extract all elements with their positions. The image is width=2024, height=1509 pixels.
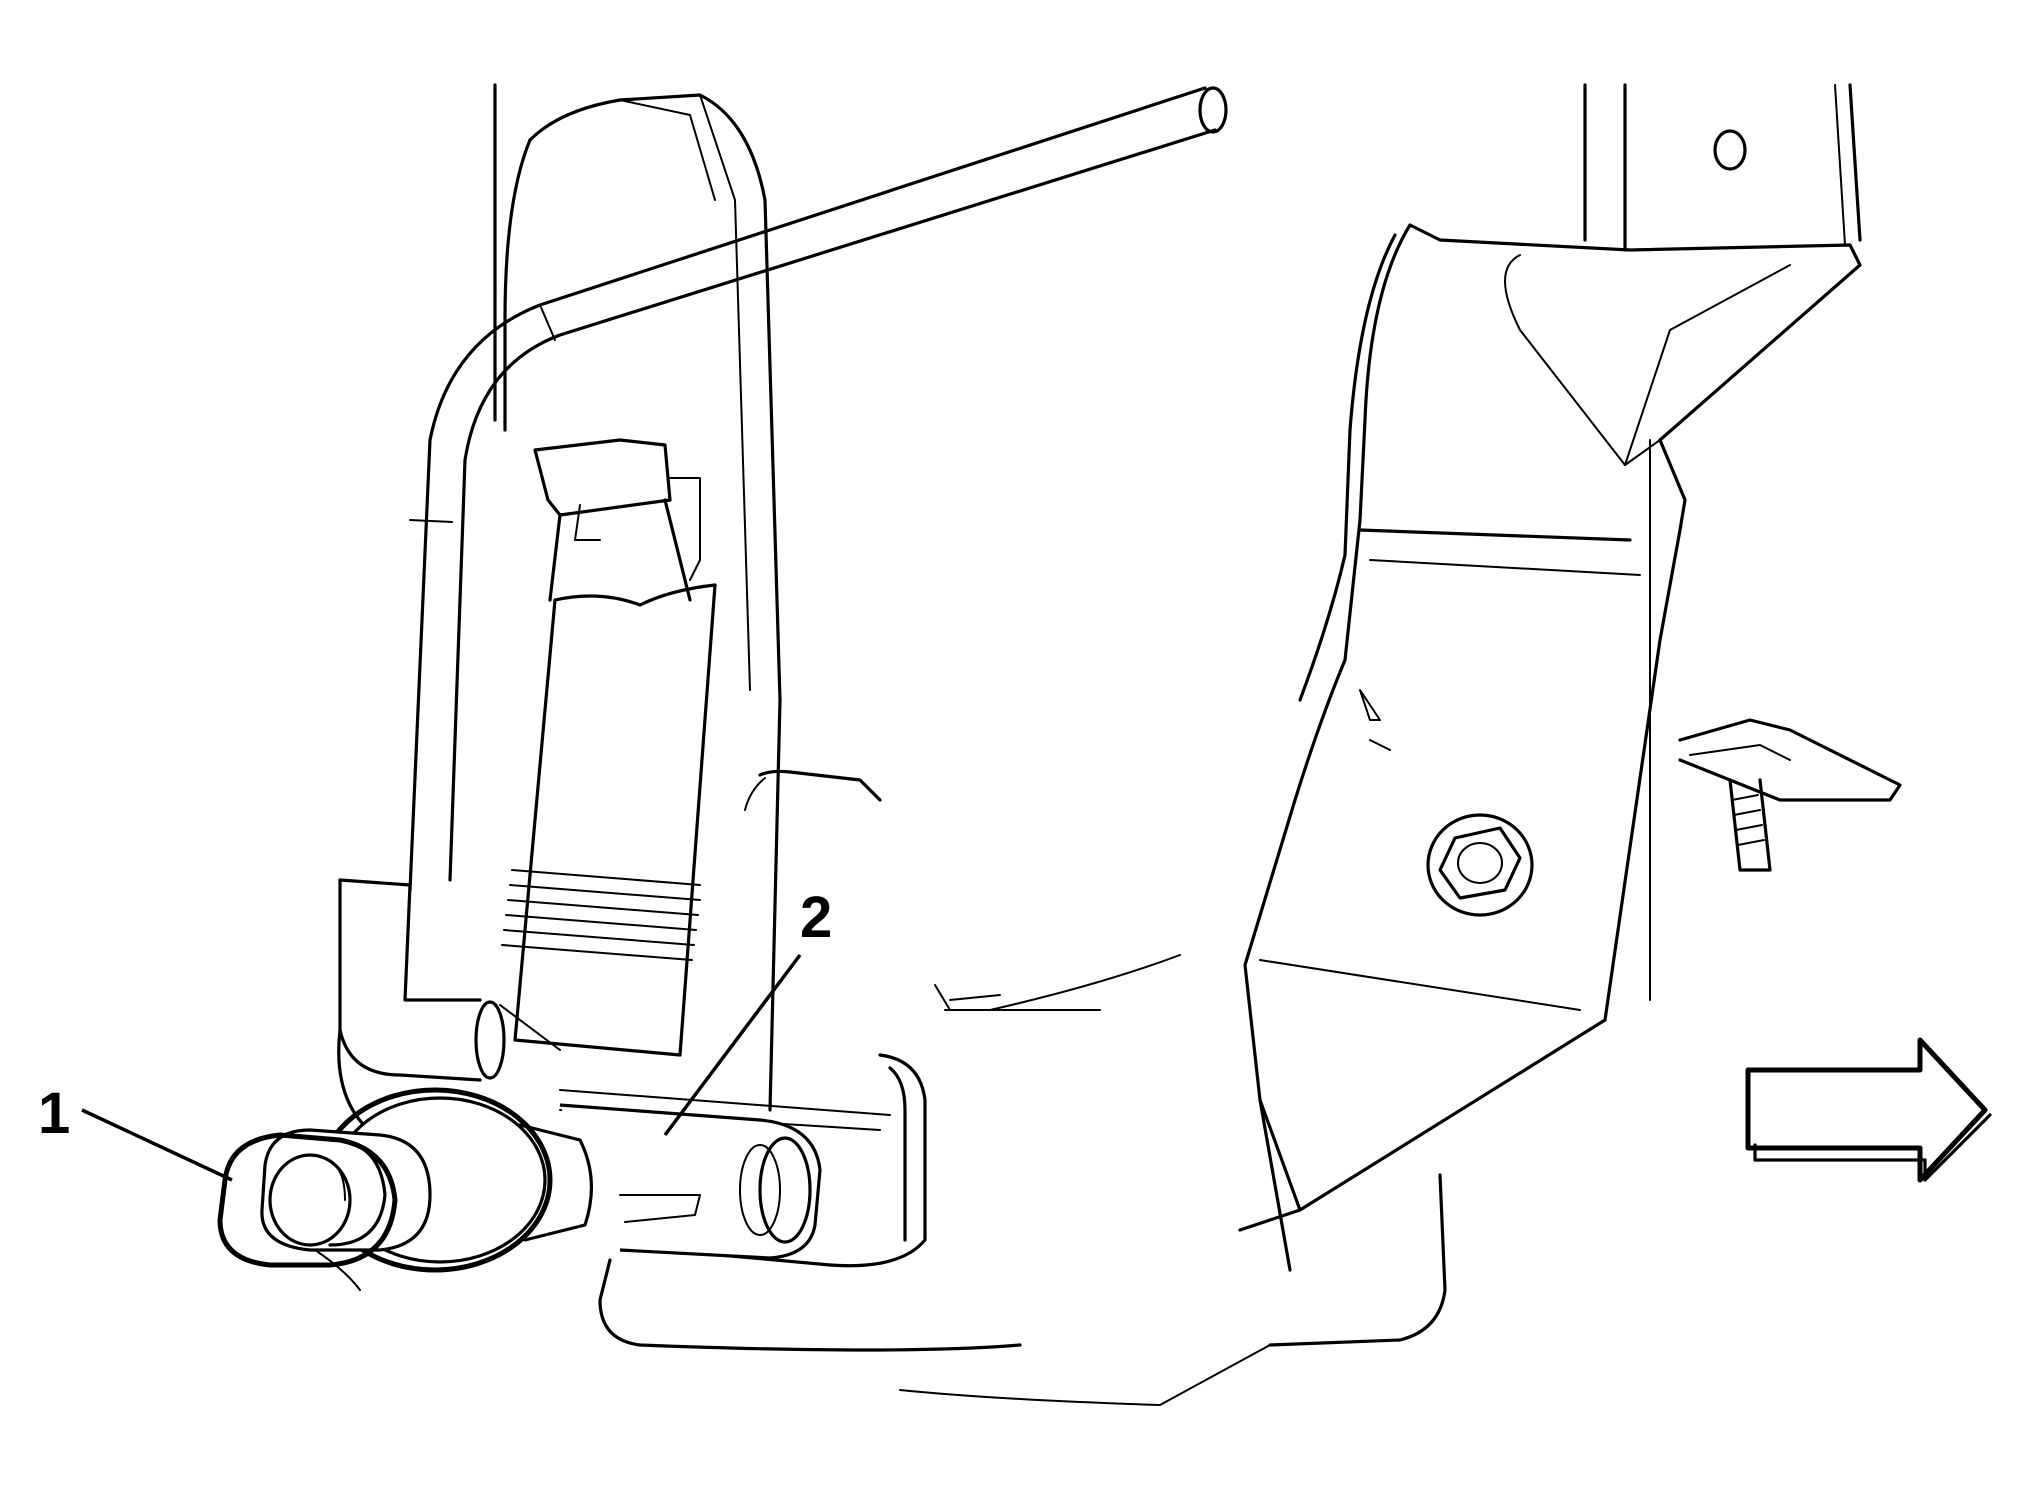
- mounting-bracket: [1238, 223, 1862, 1347]
- support-post: [1583, 83, 1862, 252]
- clip-fastener: [1678, 718, 1902, 872]
- washer-hose: [408, 86, 1228, 892]
- callout-1-label: 1: [38, 1081, 70, 1146]
- direction-arrow: [1745, 1037, 1992, 1183]
- callout-1: 1: [38, 1081, 233, 1182]
- bracket-nut: [1426, 813, 1534, 917]
- callout-2-label: 2: [800, 885, 832, 950]
- callout-2: 2: [663, 885, 832, 1137]
- fluid-level-sensor: [217, 1087, 822, 1291]
- washer-pump: [501, 438, 717, 1057]
- callout-1-leader: [81, 1108, 233, 1182]
- washer-reservoir: [493, 83, 782, 1112]
- callout-2-leader: [663, 953, 802, 1137]
